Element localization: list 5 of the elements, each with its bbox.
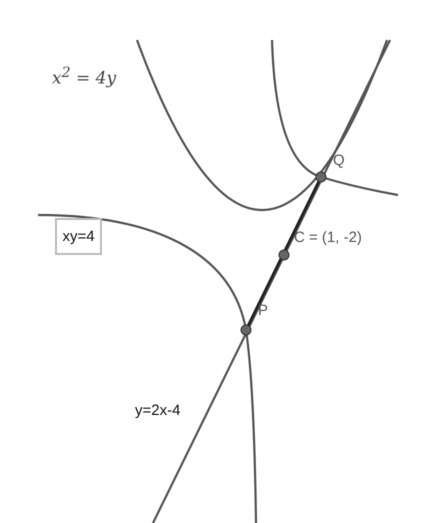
equation-label: x$^{2}$ = 4y — [52, 64, 116, 88]
point-label: Q — [333, 152, 345, 170]
equation-label: y=2x-4 — [135, 402, 180, 420]
equation-label: xy=4 — [55, 218, 102, 255]
point-label: C = (1, -2) — [294, 229, 362, 247]
